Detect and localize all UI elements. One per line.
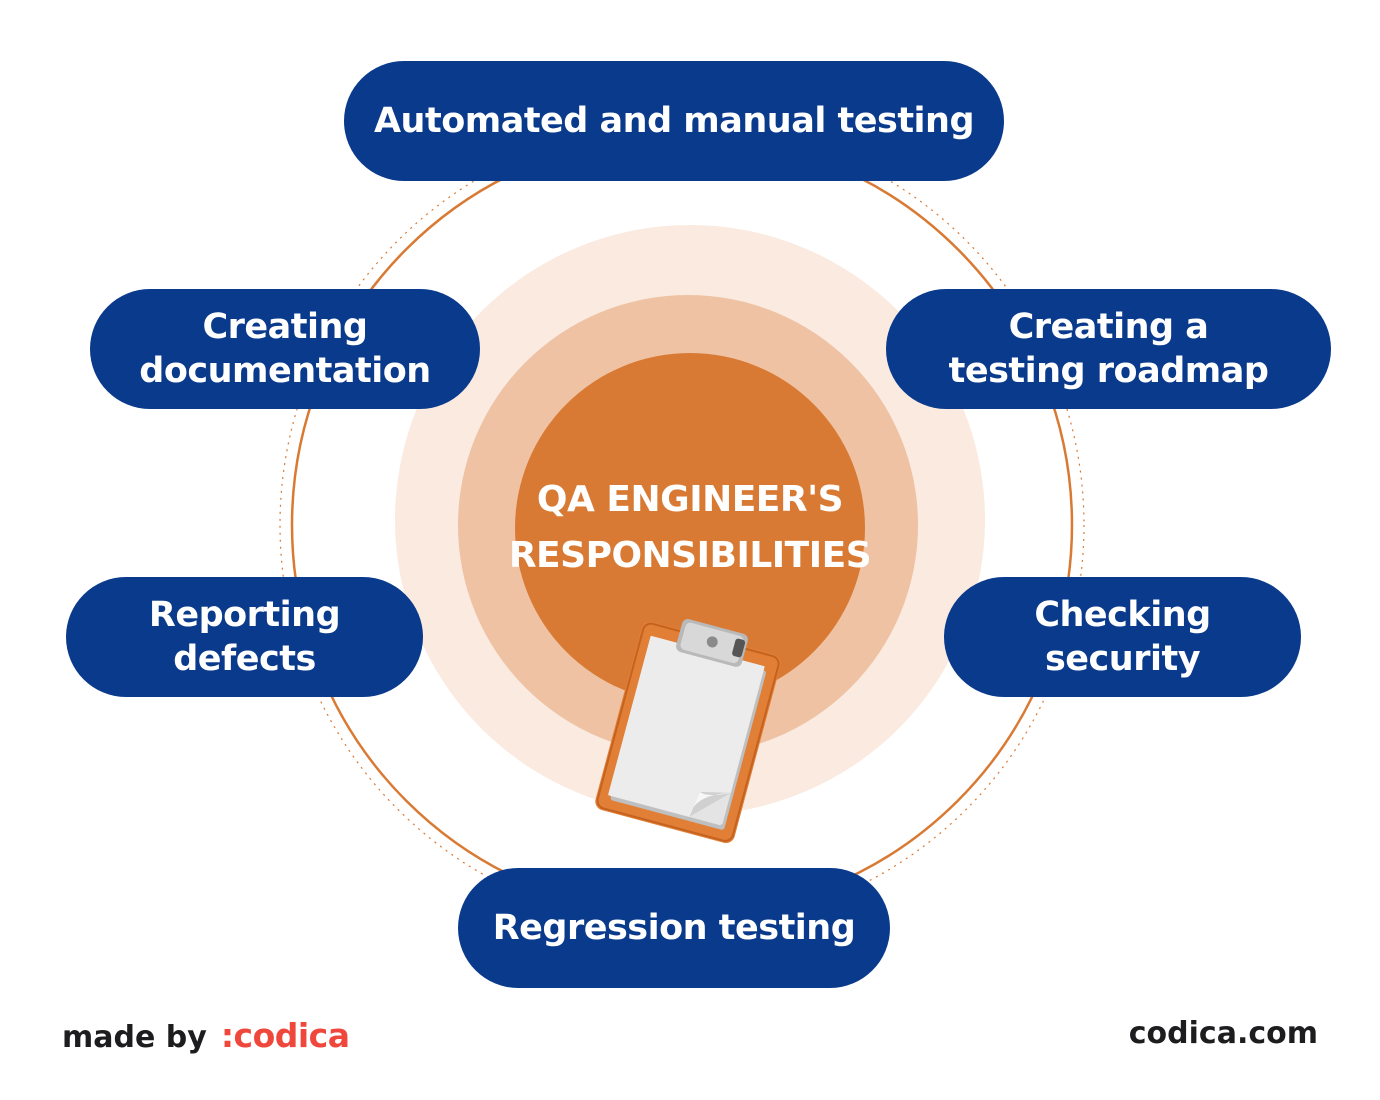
responsibility-label-line-1: Checking <box>1034 595 1211 635</box>
responsibility-label: Regression testing <box>492 908 856 948</box>
center-title-line-1: QA ENGINEER'S <box>536 479 844 520</box>
center-title: QA ENGINEER'S RESPONSIBILITIES <box>470 472 910 584</box>
responsibility-label-line-1: Creating <box>202 307 368 347</box>
responsibility-regression-testing: Regression testing <box>458 868 890 988</box>
responsibility-label-line-2: documentation <box>139 351 431 391</box>
made-by-credit: made by :codica <box>62 1016 350 1055</box>
made-by-text: made by <box>62 1020 207 1055</box>
footer-url: codica.com <box>1128 1016 1318 1051</box>
center-disc-inner <box>515 353 865 703</box>
responsibility-testing-roadmap: Creating a testing roadmap <box>886 289 1331 409</box>
responsibility-label-line-2: security <box>1044 639 1201 679</box>
responsibility-label: Automated and manual testing <box>373 101 975 141</box>
responsibility-reporting-defects: Reporting defects <box>66 577 423 697</box>
codica-logo: :codica <box>220 1016 350 1055</box>
responsibility-creating-documentation: Creating documentation <box>90 289 480 409</box>
responsibility-label-line-2: testing roadmap <box>948 351 1269 391</box>
responsibility-automated-manual-testing: Automated and manual testing <box>344 61 1004 181</box>
clipboard-icon <box>595 619 781 844</box>
center-title-line-2: RESPONSIBILITIES <box>508 535 872 576</box>
responsibility-label-line-2: defects <box>173 639 316 679</box>
responsibility-label-line-1: Creating a <box>1008 307 1209 347</box>
responsibility-label-line-1: Reporting <box>148 595 341 635</box>
responsibility-checking-security: Checking security <box>944 577 1301 697</box>
